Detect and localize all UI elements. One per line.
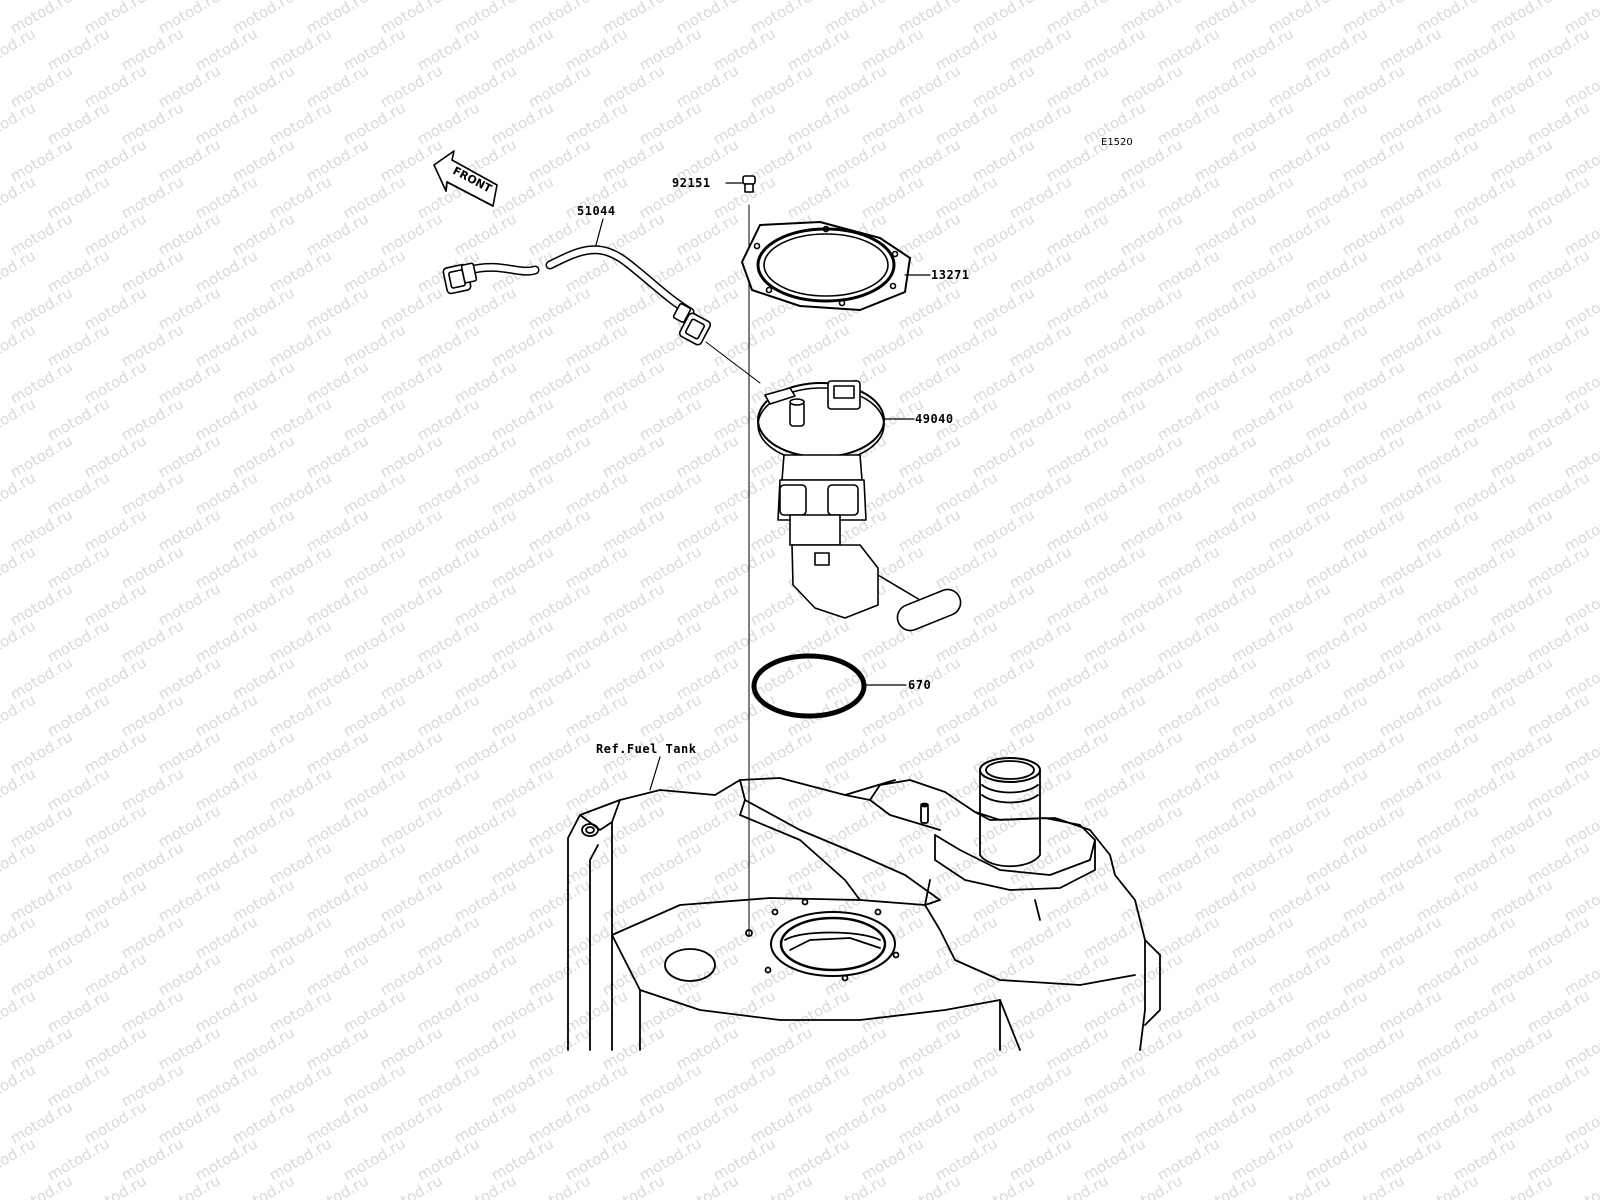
front-arrow-icon: FRONT bbox=[433, 150, 498, 207]
part-number-13271[interactable]: 13271 bbox=[931, 268, 970, 282]
o-ring-670 bbox=[751, 653, 867, 719]
part-number-92151[interactable]: 92151 bbox=[672, 176, 711, 190]
diagram-code: E1520 bbox=[1101, 137, 1133, 148]
part-number-670[interactable]: 670 bbox=[908, 678, 932, 692]
bolt-92151 bbox=[742, 175, 756, 193]
fuel-pump-assembly-49040 bbox=[757, 380, 962, 632]
retainer-plate-13271 bbox=[741, 221, 911, 311]
reference-fuel-tank-label: Ref.Fuel Tank bbox=[596, 742, 697, 756]
part-number-49040[interactable]: 49040 bbox=[915, 412, 954, 426]
part-number-51044[interactable]: 51044 bbox=[577, 204, 616, 218]
fuel-tank-reference bbox=[567, 757, 1161, 1051]
fuel-hose bbox=[442, 245, 712, 346]
